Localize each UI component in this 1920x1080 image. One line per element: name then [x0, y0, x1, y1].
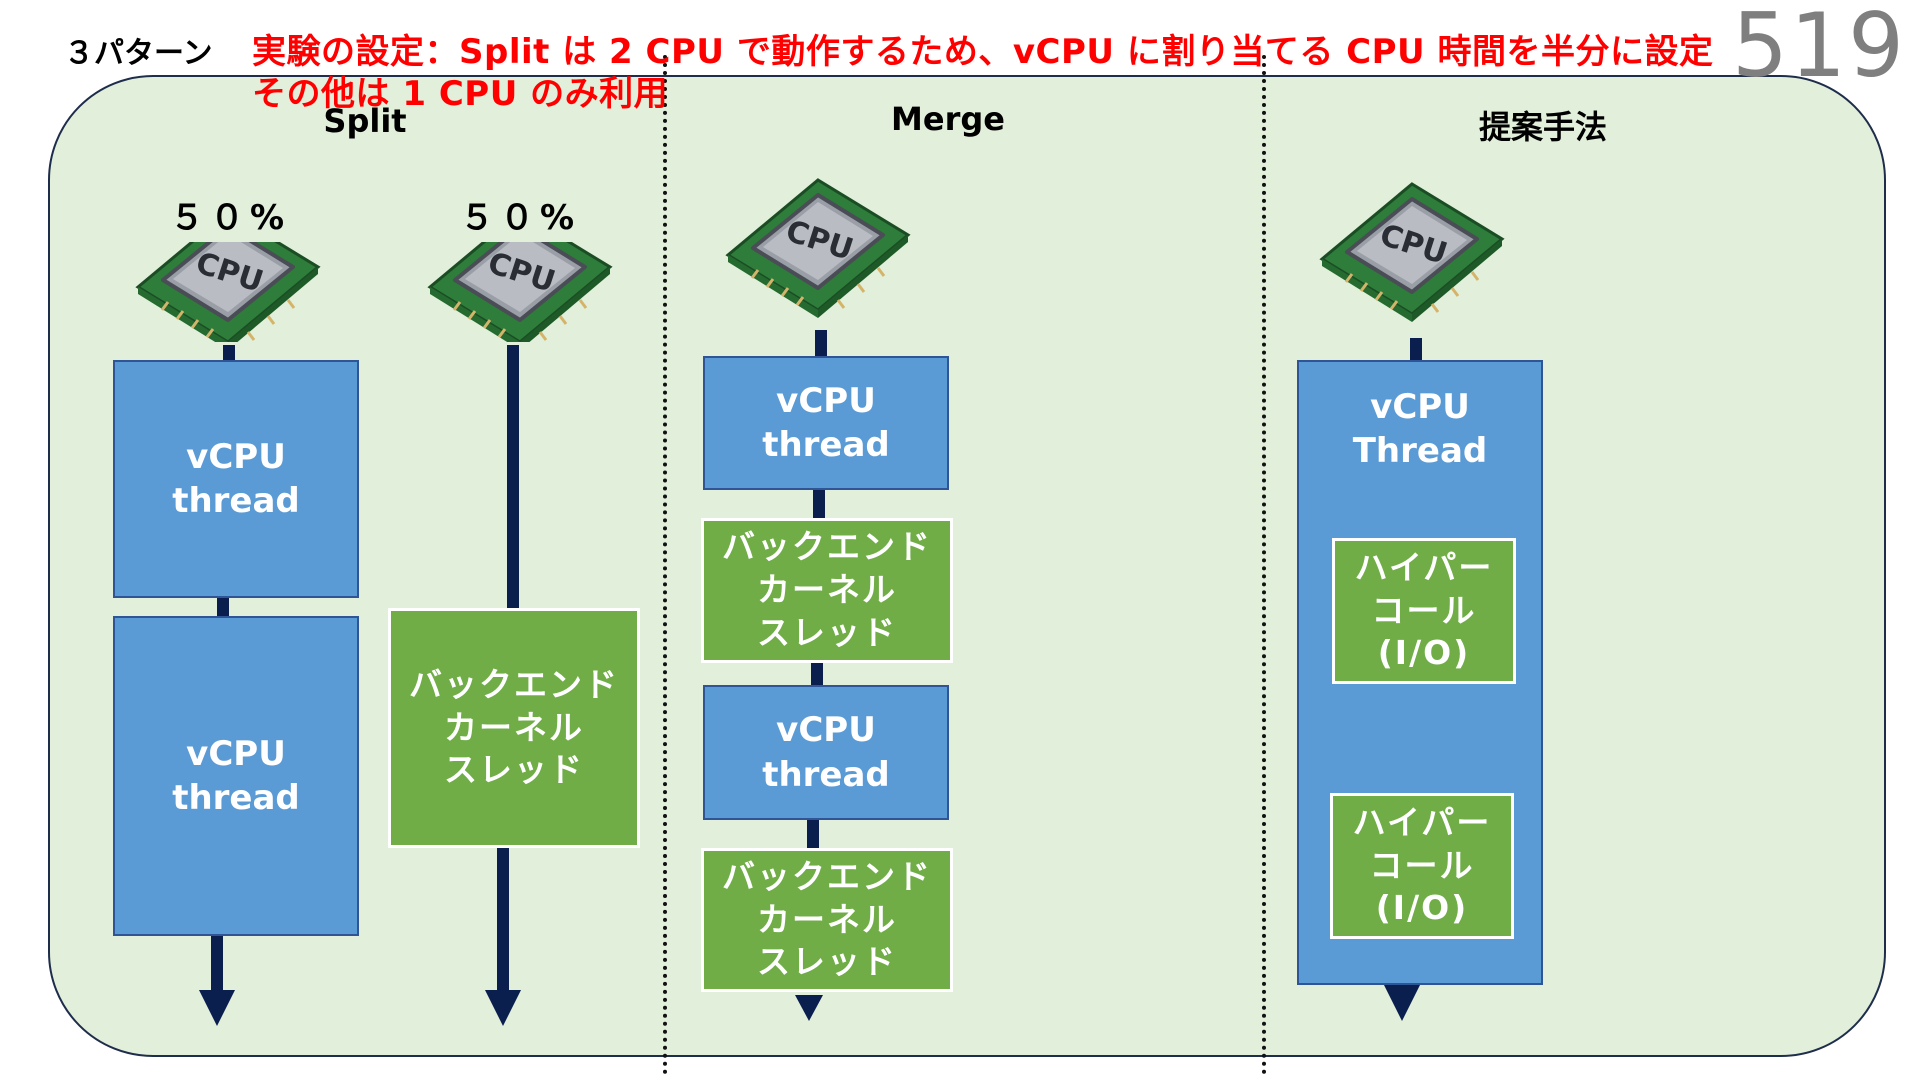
merge-cpu-icon	[718, 160, 918, 330]
merge-backend-kernel-thread-box-1: バックエンド カーネル スレッド	[701, 518, 953, 663]
merge-backend-kernel-thread-box-2: バックエンド カーネル スレッド	[701, 848, 953, 992]
divider-left	[663, 55, 667, 1075]
split-cpu2-percent: ５０%	[459, 198, 581, 238]
proposed-arrow	[1384, 985, 1420, 1021]
merge-vcpu-thread-box-1: vCPU thread	[703, 356, 949, 490]
proposed-title: 提案手法	[1478, 108, 1607, 146]
pattern-label: ３パターン	[64, 36, 213, 71]
split-backend-kernel-thread-box: バックエンド カーネル スレッド	[388, 608, 640, 848]
proposed-vcpu-thread-box: vCPU Thread ハイパー コール (I/O) ハイパー コール (I/O…	[1297, 360, 1543, 985]
page-number: 519	[1732, 0, 1906, 97]
split-vcpu-thread-box-2: vCPU thread	[113, 616, 359, 936]
divider-right	[1262, 55, 1266, 1075]
split-arrow-1	[199, 990, 235, 1026]
proposed-hypercall-box-1: ハイパー コール (I/O)	[1332, 538, 1516, 684]
experiment-note-line1: 実験の設定：Split は 2 CPU で動作するため、vCPU に割り当てる …	[252, 32, 1714, 72]
split-cpu1-icon	[128, 242, 328, 342]
experiment-note-line2: その他は 1 CPU のみ利用	[252, 74, 669, 114]
merge-title: Merge	[891, 100, 1005, 138]
split-vcpu-thread-box-1: vCPU thread	[113, 360, 359, 598]
split-cpu1-percent: ５０%	[169, 198, 291, 238]
split-title: Split	[323, 102, 407, 140]
split-arrow-2	[485, 990, 521, 1026]
proposed-cpu-icon	[1312, 164, 1512, 334]
merge-arrow	[795, 995, 823, 1021]
merge-vcpu-thread-box-2: vCPU thread	[703, 685, 949, 820]
proposed-hypercall-box-2: ハイパー コール (I/O)	[1330, 793, 1514, 939]
split-cpu2-icon	[420, 242, 620, 342]
proposed-vcpu-thread-label: vCPU Thread	[1352, 386, 1488, 471]
